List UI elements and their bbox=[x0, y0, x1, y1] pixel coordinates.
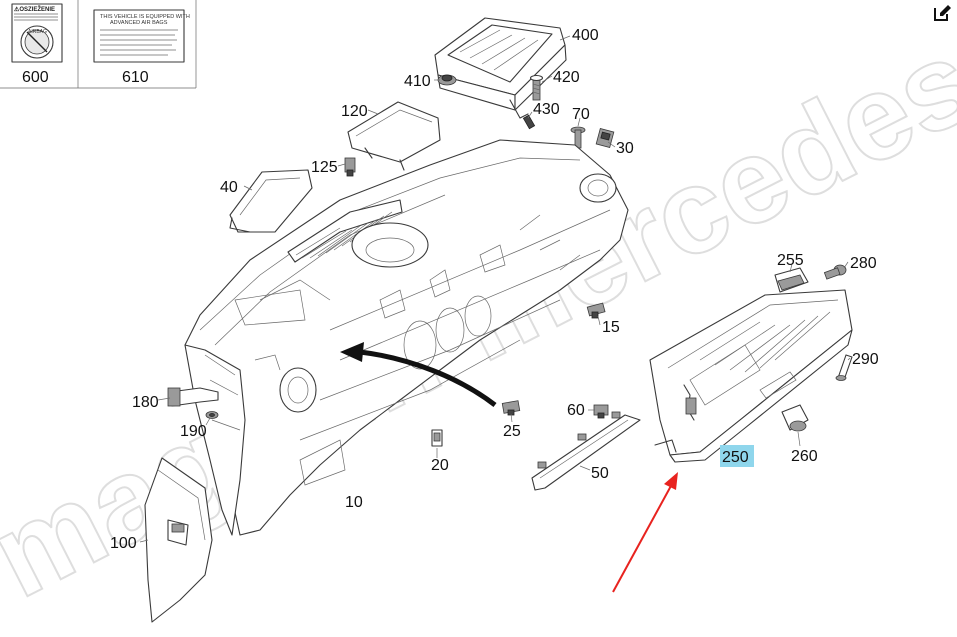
trim-strip-50[interactable] bbox=[531, 411, 641, 491]
clip-25[interactable] bbox=[501, 400, 521, 416]
damper-260[interactable] bbox=[781, 404, 809, 432]
callout-180[interactable]: 180 bbox=[132, 394, 159, 411]
screw-290[interactable] bbox=[835, 354, 853, 381]
screw-430[interactable] bbox=[522, 114, 536, 130]
callout-30[interactable]: 30 bbox=[616, 140, 634, 157]
clip-15[interactable] bbox=[586, 302, 606, 319]
callout-125[interactable]: 125 bbox=[311, 159, 338, 176]
callout-20[interactable]: 20 bbox=[431, 457, 449, 474]
callout-15[interactable]: 15 bbox=[602, 319, 620, 336]
grommet-410[interactable] bbox=[437, 74, 457, 86]
callout-190[interactable]: 190 bbox=[180, 423, 207, 440]
dashboard-carrier-10[interactable] bbox=[184, 139, 629, 536]
callout-250[interactable]: 250 bbox=[722, 449, 749, 466]
label-panels: ⚠OSZIEŽENIE AIRBAG 600 THIS VEHICLE IS E… bbox=[0, 0, 197, 89]
washer-190[interactable] bbox=[205, 411, 219, 419]
clip-125[interactable] bbox=[344, 157, 356, 177]
callout-120[interactable]: 120 bbox=[341, 103, 368, 120]
label-610-line1: THIS VEHICLE IS EQUIPPED WITH bbox=[100, 14, 190, 20]
callout-410[interactable]: 410 bbox=[404, 73, 431, 90]
callout-280[interactable]: 280 bbox=[850, 255, 877, 272]
trim-panel-40[interactable] bbox=[229, 169, 313, 233]
leader-lines bbox=[139, 35, 851, 543]
edit-icon[interactable] bbox=[931, 2, 953, 24]
pencil-edit-icon bbox=[934, 5, 951, 21]
label-600-brand: ⚠OSZIEŽENIE bbox=[14, 5, 55, 13]
callout-430[interactable]: 430 bbox=[533, 101, 560, 118]
bolt-280[interactable] bbox=[823, 264, 847, 280]
callout-70[interactable]: 70 bbox=[572, 106, 590, 123]
callout-420[interactable]: 420 bbox=[553, 69, 580, 86]
assembly-direction-arrow bbox=[340, 342, 497, 407]
callout-255[interactable]: 255 bbox=[777, 252, 804, 269]
airbag-info-label-610[interactable]: THIS VEHICLE IS EQUIPPED WITH ADVANCED A… bbox=[93, 9, 190, 86]
label-600-badge: AIRBAG bbox=[28, 29, 47, 35]
clip-60[interactable] bbox=[593, 404, 609, 419]
clip-20[interactable] bbox=[431, 429, 443, 447]
callout-610[interactable]: 610 bbox=[122, 69, 149, 86]
screw-70[interactable] bbox=[570, 126, 586, 149]
side-cover-100[interactable] bbox=[144, 457, 213, 623]
callout-400[interactable]: 400 bbox=[572, 27, 599, 44]
callout-100[interactable]: 100 bbox=[110, 535, 137, 552]
highlight-box-250 bbox=[720, 445, 754, 467]
callouts: 400 410 420 430 120 125 70 30 40 255 280… bbox=[110, 27, 879, 552]
glovebox-lamp-255[interactable] bbox=[774, 267, 809, 293]
red-pointer-arrow bbox=[612, 472, 678, 593]
callout-40[interactable]: 40 bbox=[220, 179, 238, 196]
callout-260[interactable]: 260 bbox=[791, 448, 818, 465]
bolt-420[interactable] bbox=[529, 74, 544, 101]
callout-50[interactable]: 50 bbox=[591, 465, 609, 482]
callout-290[interactable]: 290 bbox=[852, 351, 879, 368]
warning-label-600[interactable]: ⚠OSZIEŽENIE AIRBAG 600 bbox=[11, 3, 63, 86]
glovebox-250[interactable] bbox=[649, 289, 853, 463]
callout-10[interactable]: 10 bbox=[345, 494, 363, 511]
callout-25[interactable]: 25 bbox=[503, 423, 521, 440]
connector-180[interactable] bbox=[167, 387, 219, 407]
callout-600[interactable]: 600 bbox=[22, 69, 49, 86]
speaker-cover-120[interactable] bbox=[347, 101, 441, 171]
label-610-line2: ADVANCED AIR BAGS bbox=[110, 20, 168, 26]
callout-60[interactable]: 60 bbox=[567, 402, 585, 419]
